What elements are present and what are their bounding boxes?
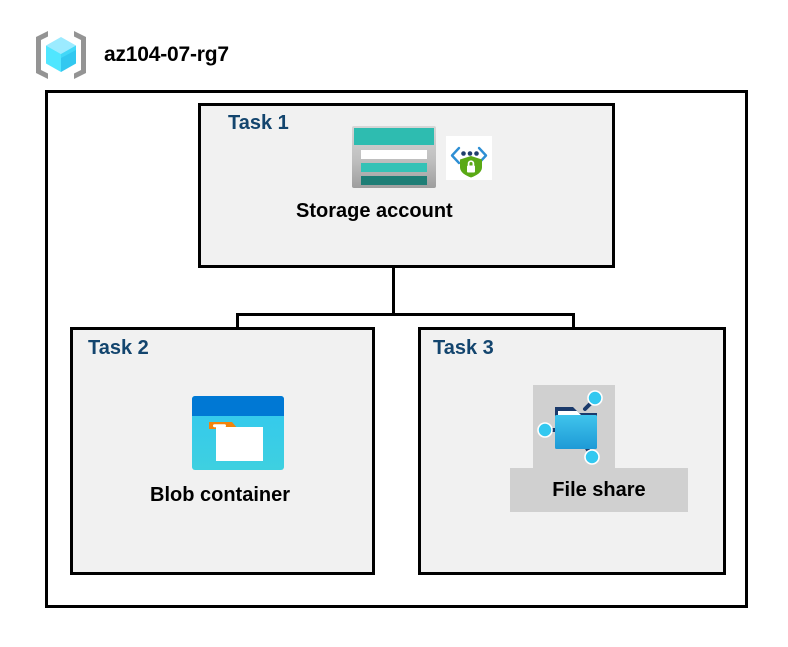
resource-group-header: az104-07-rg7 (32, 26, 229, 84)
file-share-caption: File share (510, 468, 688, 512)
task-3-label: Task 3 (433, 337, 494, 359)
blob-container-caption: Blob container (150, 484, 291, 506)
blob-container-icon (192, 396, 284, 470)
secure-endpoint-shield-icon (446, 136, 492, 180)
task-2-label: Task 2 (88, 337, 149, 359)
file-share-folder-icon (533, 385, 615, 469)
task-1-label: Task 1 (228, 112, 289, 134)
resource-group-name: az104-07-rg7 (104, 43, 229, 66)
connector-branch-bar (236, 313, 575, 316)
resource-group-cube-icon (32, 26, 90, 84)
storage-account-caption: Storage account (296, 200, 453, 222)
storage-account-icon (352, 126, 436, 188)
connector-trunk (392, 265, 395, 315)
